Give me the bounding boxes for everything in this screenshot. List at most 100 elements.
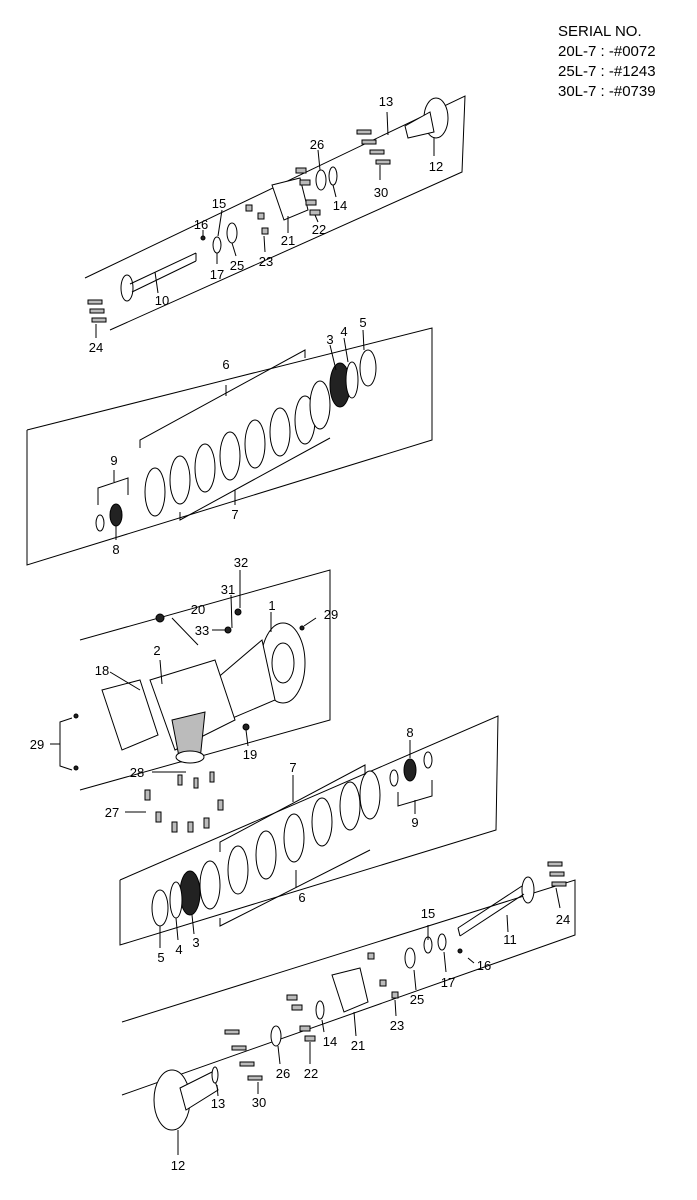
label-part-17-upper: 17 [210,267,224,282]
label-part-21-lower: 21 [351,1038,365,1053]
hub-gear-8-upper [109,503,123,527]
o-ring-4-lower [169,881,183,919]
hub-flange-12 [404,97,449,139]
label-part-8-upper: 8 [112,542,119,557]
o-ring-5-lower [151,889,169,927]
label-part-19: 19 [243,747,257,762]
label-part-3-lower: 3 [192,935,199,950]
label-part-5-upper: 5 [359,315,366,330]
plug-29-right [299,625,305,631]
label-part-15-lower: 15 [421,906,435,921]
lower-axle-frame [121,879,576,1096]
snap-ring-9-lower [389,769,399,787]
o-ring-5-upper [359,349,377,387]
label-part-14-lower: 14 [323,1034,337,1049]
serial-line-20l7: 20L-7 : -#0072 [558,43,656,60]
lower-axle-group [121,861,576,1155]
label-part-30-upper: 30 [374,185,388,200]
breather-20 [155,613,165,623]
label-part-22-lower: 22 [304,1066,318,1081]
bolt-set-22 [295,167,321,216]
label-part-29-right: 29 [324,607,338,622]
label-part-9-lower: 9 [411,815,418,830]
label-part-25-lower: 25 [410,992,424,1007]
label-part-16-lower: 16 [477,958,491,973]
bolt-set-30 [356,129,391,165]
axle-shaft-11 [457,876,535,937]
o-ring-4-upper [345,361,359,399]
snap-ring-9-upper [95,514,105,532]
stud-set-24-upper [87,299,107,323]
label-part-11: 11 [503,932,517,947]
label-part-12-lower: 12 [171,1158,185,1173]
retainer-21 [271,177,309,221]
label-part-8-lower: 8 [406,725,413,740]
label-part-10: 10 [155,293,169,308]
bolt-set-27 [144,789,224,833]
hub-flange-12-lower [153,1069,219,1131]
label-part-5-lower: 5 [157,950,164,965]
label-part-2: 2 [153,643,160,658]
lower-brake-frame [119,715,499,946]
plug-29-left-bot [73,765,79,771]
serial-line-30l7: 30L-7 : -#0739 [558,83,656,100]
seal-14-lower [315,1000,325,1020]
label-part-24-lower: 24 [556,912,570,927]
plug-19 [242,723,250,731]
label-part-13-lower: 13 [211,1096,225,1111]
seal-26-lower [270,1025,282,1047]
stud-set-24-lower [547,861,567,887]
label-part-7-lower: 7 [289,760,296,775]
hub-gear-8-lower [403,758,417,782]
differential-carrier-2 [149,659,236,764]
label-part-33: 33 [195,623,209,638]
seal-26 [315,169,327,191]
label-part-17-lower: 17 [441,975,455,990]
label-part-20: 20 [191,602,205,617]
bolt-set-22-lower [286,994,316,1042]
label-part-3-upper: 3 [326,332,333,347]
pin-16 [200,235,206,241]
label-part-1: 1 [268,598,275,613]
axle-housing-1 [101,622,306,751]
housing-group [50,569,331,833]
upper-brake-group [26,327,433,566]
label-part-14-upper: 14 [333,198,347,213]
serial-number-block: SERIAL NO. 20L-7 : -#0072 25L-7 : -#1243… [558,22,656,102]
washer-25-lower [404,947,416,969]
label-part-12-upper: 12 [429,159,443,174]
label-part-13-upper: 13 [379,94,393,109]
label-part-25-upper: 25 [230,258,244,273]
serial-line-25l7: 25L-7 : -#1243 [558,63,656,80]
label-part-4-upper: 4 [340,324,347,339]
plug-29-left-top [73,713,79,719]
brake-discs-upper [144,380,331,517]
housing-frame [79,569,331,791]
seal-13-lower [211,1066,219,1084]
label-part-23-upper: 23 [259,254,273,269]
label-part-6-lower: 6 [298,890,305,905]
brake-discs-lower [199,770,381,910]
part-labels: 13 12 26 14 30 15 16 21 22 17 25 23 10 2… [30,94,570,1173]
label-part-9-upper: 9 [110,453,117,468]
label-part-24-upper: 24 [89,340,103,355]
label-part-23-lower: 23 [390,1018,404,1033]
pin-16-lower [457,948,463,954]
label-part-7-upper: 7 [231,507,238,522]
label-part-18: 18 [95,663,109,678]
upper-brake-frame [26,327,433,566]
dowel-set-28 [177,771,215,789]
retainer-21-lower [331,967,369,1013]
seal-14 [328,166,338,186]
lower-brake-group [119,715,499,948]
label-part-6-upper: 6 [222,357,229,372]
label-part-30-lower: 30 [252,1095,266,1110]
label-part-28: 28 [130,765,144,780]
label-part-26-lower: 26 [276,1066,290,1081]
label-part-4-lower: 4 [175,942,182,957]
axle-shaft-10 [120,252,197,302]
serial-heading: SERIAL NO. [558,23,642,40]
label-part-16-upper: 16 [194,217,208,232]
nut-set-23 [245,204,269,235]
